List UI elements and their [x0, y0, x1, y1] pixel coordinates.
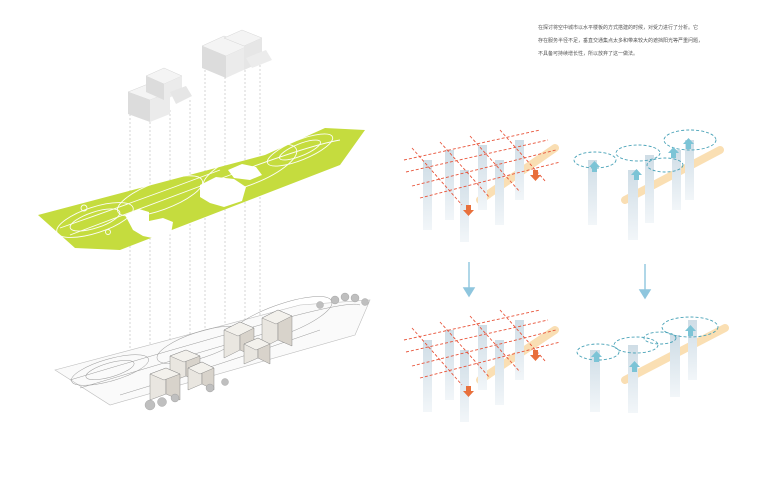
platform-rings-top-right: [573, 129, 717, 173]
towers-bottom-left: [423, 320, 524, 422]
building: [149, 367, 181, 401]
platform-rings-bottom-right: [576, 316, 719, 361]
slab-grid-bottom-left: [403, 309, 561, 386]
caption-line: 不具备可持续增长性，所以放弃了这一做法。: [538, 51, 639, 57]
caption-line: 在探讨将空中城市以水平楼板的方式搭建的时候，对受力进行了分析。它: [538, 25, 699, 31]
building: [261, 309, 293, 349]
analysis-diagrams: [403, 129, 729, 422]
up-arrow-icon: [589, 138, 696, 372]
towers-top-left: [423, 140, 524, 242]
towers-bottom-right: [590, 320, 697, 413]
caption-line: 存在服务半径不足，垂直交通集点太多和带来较大的遮挡阳光等严重问题，: [538, 38, 704, 44]
massing-block-a: [127, 67, 192, 122]
down-arrow-icon: [463, 170, 541, 397]
trees: [144, 292, 369, 411]
massing-block-b: [201, 29, 272, 78]
building: [243, 337, 271, 365]
base-site-plan: [54, 292, 371, 411]
towers-top-right: [588, 140, 694, 240]
green-landscape-plane: [38, 128, 365, 250]
building: [187, 361, 215, 391]
slab-grid-top-left: [403, 129, 561, 206]
caption-text: 在探讨将空中城市以水平楼板的方式搭建的时候，对受力进行了分析。它 存在服务半径不…: [538, 22, 753, 61]
transition-arrow-right: [638, 264, 652, 300]
transition-arrow-left: [462, 262, 476, 298]
exploded-axonometric: [38, 29, 371, 411]
